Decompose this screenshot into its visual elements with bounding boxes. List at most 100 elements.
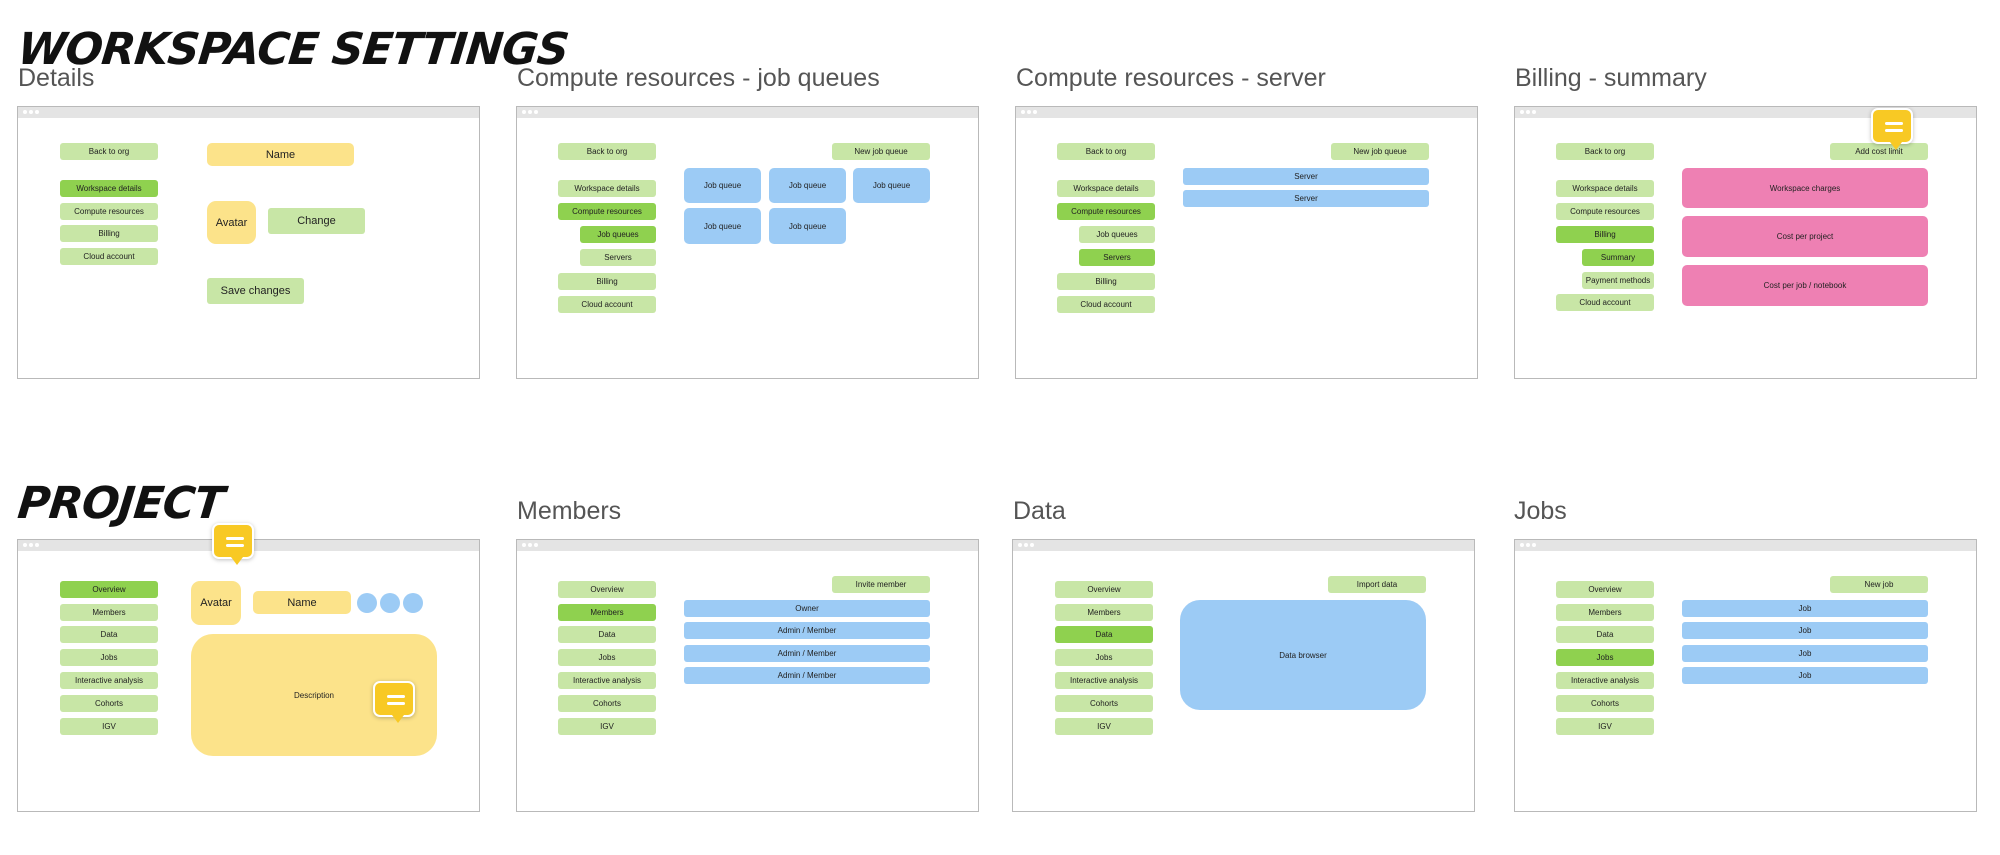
new-job-button[interactable]: New job (1830, 576, 1928, 593)
data-browser-panel[interactable]: Data browser (1180, 600, 1426, 710)
nav-workspace-details[interactable]: Workspace details (1556, 180, 1654, 197)
frame-title-data: Data (1013, 497, 1066, 525)
new-job-queue-button[interactable]: New job queue (832, 143, 930, 160)
nav-data[interactable]: Data (1055, 626, 1153, 643)
nav-cloud-account[interactable]: Cloud account (558, 296, 656, 313)
nav-overview[interactable]: Overview (60, 581, 158, 598)
nav-job-queues[interactable]: Job queues (1079, 226, 1155, 243)
nav-compute-resources[interactable]: Compute resources (1556, 203, 1654, 220)
workspace-charges-card[interactable]: Workspace charges (1682, 168, 1928, 208)
nav-back-to-org[interactable]: Back to org (1556, 143, 1654, 160)
nav-data[interactable]: Data (1556, 626, 1654, 643)
nav-cloud-account[interactable]: Cloud account (1556, 294, 1654, 311)
nav-jobs[interactable]: Jobs (558, 649, 656, 666)
nav-overview[interactable]: Overview (1055, 581, 1153, 598)
comment-icon[interactable] (1871, 108, 1913, 150)
member-row[interactable]: Admin / Member (684, 622, 930, 639)
nav-igv[interactable]: IGV (558, 718, 656, 735)
nav-overview[interactable]: Overview (1556, 581, 1654, 598)
nav-overview[interactable]: Overview (558, 581, 656, 598)
job-queue-card[interactable]: Job queue (769, 208, 846, 244)
save-changes-button[interactable]: Save changes (207, 278, 304, 304)
member-row[interactable]: Owner (684, 600, 930, 617)
nav-billing[interactable]: Billing (1057, 273, 1155, 290)
frame-job-queues: Back to org Workspace details Compute re… (516, 106, 979, 379)
nav-back-to-org[interactable]: Back to org (60, 143, 158, 160)
import-data-button[interactable]: Import data (1328, 576, 1426, 593)
nav-members[interactable]: Members (558, 604, 656, 621)
nav-interactive-analysis[interactable]: Interactive analysis (558, 672, 656, 689)
nav-igv[interactable]: IGV (60, 718, 158, 735)
nav-summary[interactable]: Summary (1582, 249, 1654, 266)
nav-workspace-details[interactable]: Workspace details (60, 180, 158, 197)
frame-jobs: Overview Members Data Jobs Interactive a… (1514, 539, 1977, 812)
frame-title-members: Members (517, 497, 622, 525)
member-avatar[interactable] (403, 593, 423, 613)
nav-cohorts[interactable]: Cohorts (1556, 695, 1654, 712)
nav-workspace-details[interactable]: Workspace details (1057, 180, 1155, 197)
nav-cohorts[interactable]: Cohorts (60, 695, 158, 712)
nav-interactive-analysis[interactable]: Interactive analysis (1055, 672, 1153, 689)
window-bar (1016, 107, 1477, 118)
nav-interactive-analysis[interactable]: Interactive analysis (1556, 672, 1654, 689)
nav-members[interactable]: Members (1055, 604, 1153, 621)
nav-igv[interactable]: IGV (1556, 718, 1654, 735)
nav-billing[interactable]: Billing (60, 225, 158, 242)
nav-cohorts[interactable]: Cohorts (558, 695, 656, 712)
job-row[interactable]: Job (1682, 645, 1928, 662)
nav-compute-resources[interactable]: Compute resources (558, 203, 656, 220)
name-field[interactable]: Name (253, 591, 351, 614)
nav-billing[interactable]: Billing (1556, 226, 1654, 243)
name-field[interactable]: Name (207, 143, 354, 166)
comment-icon[interactable] (373, 681, 415, 723)
window-bar (517, 540, 978, 551)
member-avatar[interactable] (380, 593, 400, 613)
invite-member-button[interactable]: Invite member (832, 576, 930, 593)
server-row[interactable]: Server (1183, 168, 1429, 185)
nav-jobs[interactable]: Jobs (1055, 649, 1153, 666)
nav-servers[interactable]: Servers (580, 249, 656, 266)
nav-back-to-org[interactable]: Back to org (558, 143, 656, 160)
member-row[interactable]: Admin / Member (684, 667, 930, 684)
nav-cloud-account[interactable]: Cloud account (1057, 296, 1155, 313)
new-job-queue-button[interactable]: New job queue (1331, 143, 1429, 160)
nav-back-to-org[interactable]: Back to org (1057, 143, 1155, 160)
job-row[interactable]: Job (1682, 667, 1928, 684)
nav-workspace-details[interactable]: Workspace details (558, 180, 656, 197)
nav-payment-methods[interactable]: Payment methods (1582, 272, 1654, 289)
frame-title-details: Details (18, 64, 95, 92)
comment-icon[interactable] (212, 523, 254, 565)
nav-compute-resources[interactable]: Compute resources (1057, 203, 1155, 220)
cost-per-project-card[interactable]: Cost per project (1682, 216, 1928, 257)
job-row[interactable]: Job (1682, 622, 1928, 639)
job-queue-card[interactable]: Job queue (769, 168, 846, 203)
nav-cloud-account[interactable]: Cloud account (60, 248, 158, 265)
change-avatar-button[interactable]: Change (268, 208, 365, 234)
nav-billing[interactable]: Billing (558, 273, 656, 290)
frame-data: Overview Members Data Jobs Interactive a… (1012, 539, 1475, 812)
member-row[interactable]: Admin / Member (684, 645, 930, 662)
nav-igv[interactable]: IGV (1055, 718, 1153, 735)
nav-jobs[interactable]: Jobs (1556, 649, 1654, 666)
nav-members[interactable]: Members (1556, 604, 1654, 621)
nav-data[interactable]: Data (558, 626, 656, 643)
cost-per-job-card[interactable]: Cost per job / notebook (1682, 265, 1928, 306)
nav-jobs[interactable]: Jobs (60, 649, 158, 666)
nav-members[interactable]: Members (60, 604, 158, 621)
job-row[interactable]: Job (1682, 600, 1928, 617)
add-cost-limit-button[interactable]: Add cost limit (1830, 143, 1928, 160)
nav-compute-resources[interactable]: Compute resources (60, 203, 158, 220)
nav-data[interactable]: Data (60, 626, 158, 643)
nav-interactive-analysis[interactable]: Interactive analysis (60, 672, 158, 689)
server-row[interactable]: Server (1183, 190, 1429, 207)
job-queue-card[interactable]: Job queue (853, 168, 930, 203)
member-avatar[interactable] (357, 593, 377, 613)
window-bar (1515, 540, 1976, 551)
nav-job-queues[interactable]: Job queues (580, 226, 656, 243)
job-queue-card[interactable]: Job queue (684, 208, 761, 244)
window-bar (517, 107, 978, 118)
avatar: Avatar (191, 581, 241, 625)
nav-servers[interactable]: Servers (1079, 249, 1155, 266)
job-queue-card[interactable]: Job queue (684, 168, 761, 203)
nav-cohorts[interactable]: Cohorts (1055, 695, 1153, 712)
